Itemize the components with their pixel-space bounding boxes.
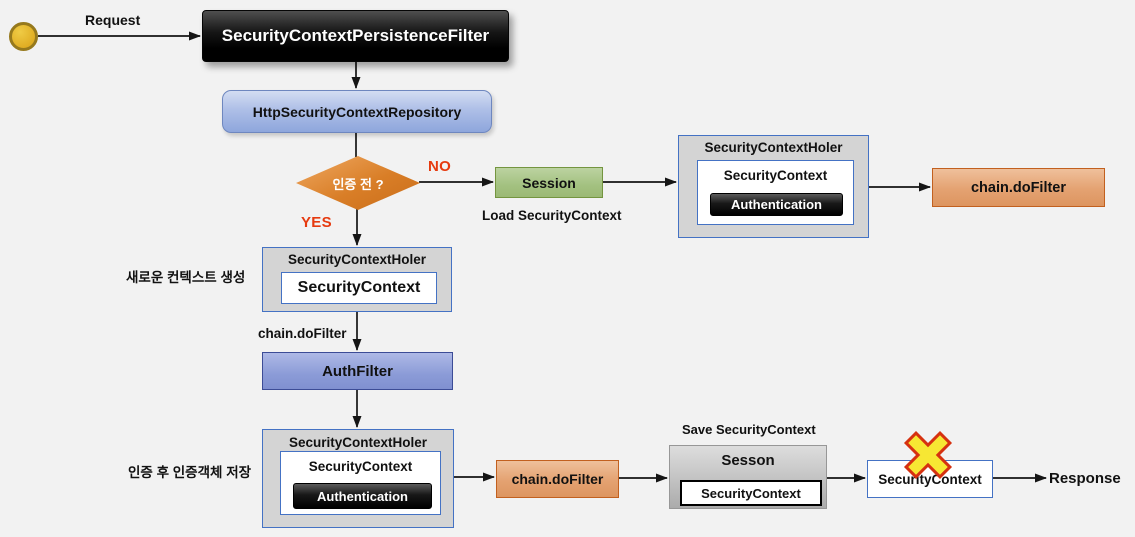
authentication-decision-diamond: 인증 전 ? [296, 156, 420, 210]
new-context-annotation: 새로운 컨텍스트 생성 [126, 270, 246, 285]
authentication-label-bottom: Authentication [317, 488, 408, 504]
sesson-security-context-label: SecurityContext [701, 485, 801, 501]
authentication-label-top: Authentication [731, 197, 822, 212]
chain-dofilter-box-bottom: chain.doFilter [496, 460, 619, 498]
session-box: Session [495, 167, 603, 198]
decision-label: 인증 전 ? [332, 176, 384, 192]
auth-filter-box: AuthFilter [262, 352, 453, 390]
chain-dofilter-label-top: chain.doFilter [970, 179, 1067, 196]
http-security-context-repository-label: HttpSecurityContextRepository [252, 103, 462, 120]
http-security-context-repository-box: HttpSecurityContextRepository [222, 90, 492, 133]
holder-bottom-title: SecurityContextHoler [288, 435, 428, 450]
auth-filter-label: AuthFilter [322, 362, 393, 380]
authentication-box-bottom: Authentication [293, 483, 432, 509]
security-context-holder-mid: SecurityContextHoler SecurityContext [262, 247, 452, 312]
request-label: Request [85, 12, 141, 28]
session-label: Session [522, 174, 576, 191]
security-context-label-bottom: SecurityContext [308, 459, 413, 474]
security-context-persistence-filter-label: SecurityContextPersistenceFilter [221, 26, 490, 45]
security-context-label-top: SecurityContext [723, 168, 828, 183]
sesson-box: Sesson SecurityContext [669, 445, 827, 509]
chain-dofilter-box-top: chain.doFilter [932, 168, 1105, 207]
security-context-box-top: SecurityContext Authentication [697, 160, 854, 225]
chain-dofilter-label-bottom: chain.doFilter [511, 471, 604, 487]
security-context-box-bottom: SecurityContext Authentication [280, 451, 441, 515]
security-context-holder-bottom: SecurityContextHoler SecurityContext Aut… [262, 429, 454, 528]
cleared-x-icon [903, 430, 953, 480]
start-node [9, 22, 38, 51]
response-label: Response [1049, 470, 1121, 487]
save-auth-annotation: 인증 후 인증객체 저장 [128, 465, 252, 480]
no-branch-label: NO [428, 158, 452, 175]
holder-top-title: SecurityContextHoler [704, 140, 843, 155]
load-security-context-label: Load SecurityContext [482, 208, 622, 223]
final-security-context-box: SecurityContext [867, 460, 993, 498]
security-context-label-mid: SecurityContext [297, 279, 421, 296]
security-context-holder-top: SecurityContextHoler SecurityContext Aut… [678, 135, 869, 238]
yes-branch-label: YES [301, 214, 332, 231]
security-context-box-mid: SecurityContext [281, 272, 437, 304]
save-security-context-label: Save SecurityContext [682, 422, 816, 437]
holder-mid-title: SecurityContextHoler [287, 252, 427, 267]
final-security-context-label: SecurityContext [878, 471, 982, 487]
authentication-box-top: Authentication [710, 193, 843, 216]
security-context-persistence-filter-box: SecurityContextPersistenceFilter [202, 10, 509, 62]
chain-dofilter-annotation: chain.doFilter [258, 326, 347, 341]
sesson-title: Sesson [721, 452, 775, 469]
sesson-security-context-box: SecurityContext [680, 480, 822, 506]
